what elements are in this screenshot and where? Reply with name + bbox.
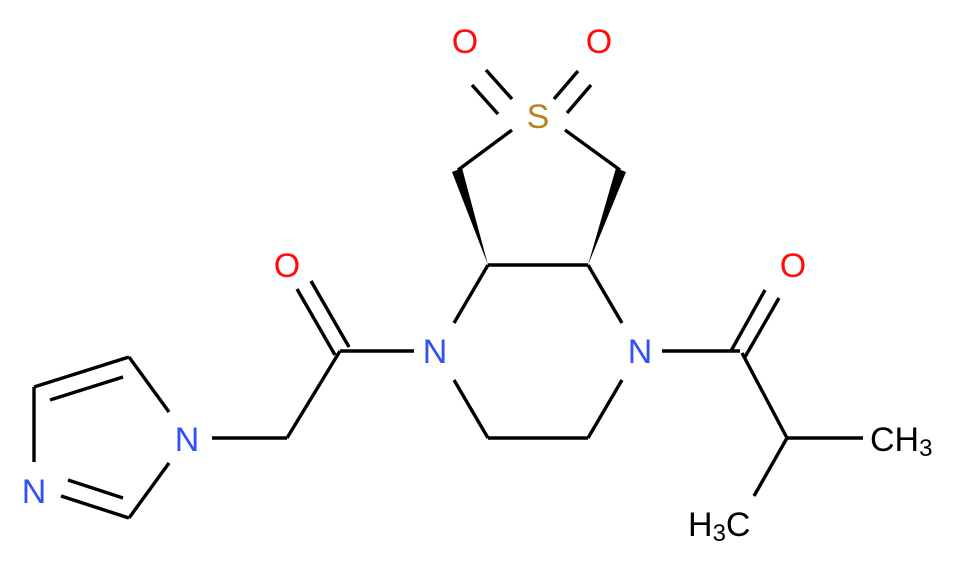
bond-c-n-left (452, 264, 490, 324)
atom-sulfur: S (527, 98, 550, 136)
atom-nitrogen-imidazole-3: N (22, 473, 47, 511)
atom-oxygen-carbonyl-right: O (780, 247, 806, 285)
bond-imid-n3-c2-inner (67, 478, 124, 500)
bond-c-n-right (586, 264, 624, 324)
atom-oxygen-sulfone-2: O (586, 23, 612, 61)
bond-s-c-right (564, 128, 621, 172)
bond-imid-n1-c5 (127, 356, 171, 413)
bond-s-o2-a (552, 69, 580, 101)
bond-co-left-b (309, 280, 351, 348)
bond-s-o2-b (565, 83, 593, 115)
bond-s-o1-a (484, 68, 514, 101)
atom-oxygen-sulfone-1: O (452, 23, 478, 61)
bond-imid-c2-n1 (127, 462, 171, 519)
atom-methyl-left: H3C (688, 506, 750, 547)
bond-imid-n3-c2 (60, 494, 130, 520)
bond-s-o1-b (470, 83, 500, 116)
bond-ch-ch3-left (752, 437, 789, 497)
atom-nitrogen-imidazole-1: N (175, 421, 200, 459)
bond-co-left-a (295, 288, 337, 356)
atom-oxygen-carbonyl-left: O (274, 247, 300, 285)
atom-nitrogen-left: N (423, 333, 448, 371)
bond-n-c-bottom-right (586, 379, 624, 439)
bond-carbonyl-ch2 (285, 350, 342, 439)
atom-methyl-right: CH3 (870, 421, 932, 462)
bond-co-right-a (729, 289, 767, 352)
bond-carbonyl-ch (740, 352, 789, 439)
wedge-bond-right (588, 168, 626, 265)
bonds (32, 68, 863, 520)
atom-labels: S O O N N O O N N CH3 H3C (22, 23, 933, 547)
wedge-bond-left (452, 168, 488, 265)
bond-s-c-left (456, 128, 514, 172)
atom-nitrogen-right: N (628, 333, 653, 371)
bond-imid-c5-c4 (33, 355, 130, 389)
bond-co-right-b (743, 297, 781, 358)
bond-imid-c5-c4-inner (49, 375, 124, 402)
bond-n-c-bottom-left (452, 379, 490, 439)
